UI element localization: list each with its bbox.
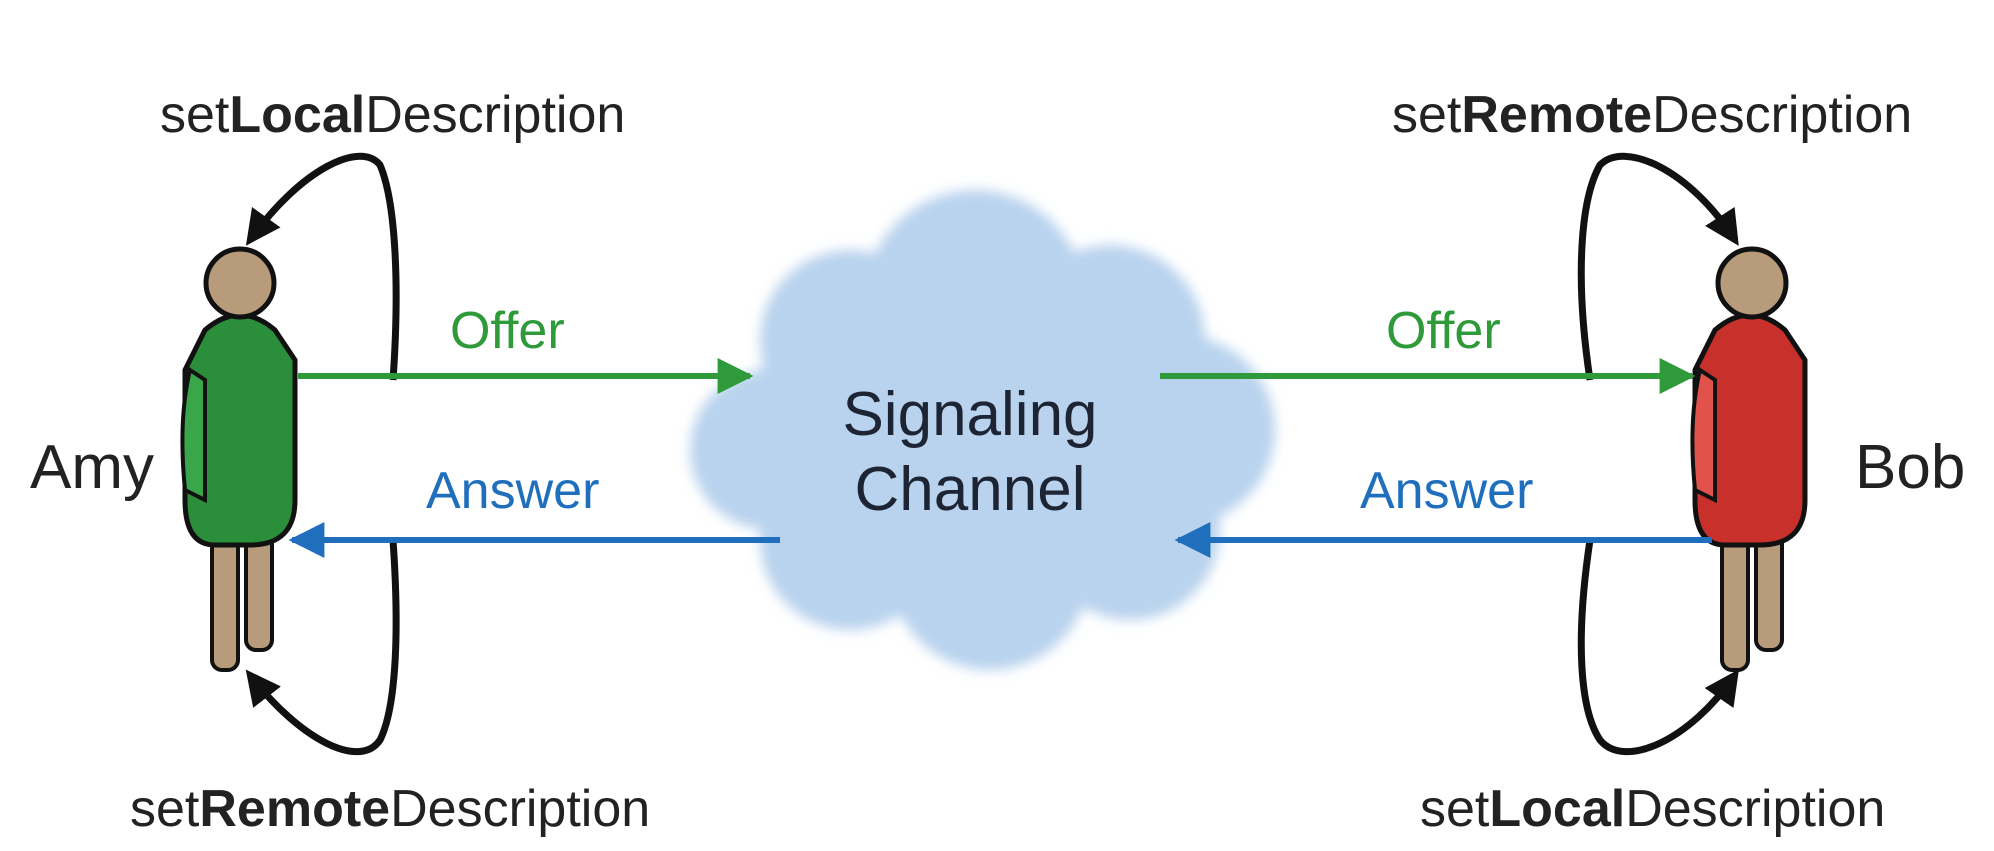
bob-name-label: Bob: [1855, 433, 1965, 502]
channel-label-line2: Channel: [855, 455, 1086, 524]
bob-set-local-description-label: setLocalDescription: [1420, 780, 1885, 838]
bob-figure: [1690, 246, 1808, 672]
amy-set-remote-description-label: setRemoteDescription: [130, 780, 650, 838]
amy-bottom-loop-arrow: [245, 539, 400, 756]
amy-set-local-description-label: setLocalDescription: [160, 86, 625, 144]
left-offer-label: Offer: [450, 302, 565, 360]
bob-set-remote-description-label: setRemoteDescription: [1392, 86, 1912, 144]
signaling-cloud: Signaling Channel: [690, 190, 1275, 670]
right-offer-label: Offer: [1386, 302, 1501, 360]
left-answer-label: Answer: [426, 462, 599, 520]
right-answer-label: Answer: [1360, 462, 1533, 520]
amy-top-loop-arrow: [245, 152, 400, 381]
amy-figure: [180, 246, 298, 672]
bob-bottom-loop-arrow: [1577, 539, 1739, 756]
amy-name-label: Amy: [30, 433, 154, 502]
bob-top-loop-arrow: [1577, 152, 1739, 381]
channel-label-line1: Signaling: [842, 380, 1097, 449]
